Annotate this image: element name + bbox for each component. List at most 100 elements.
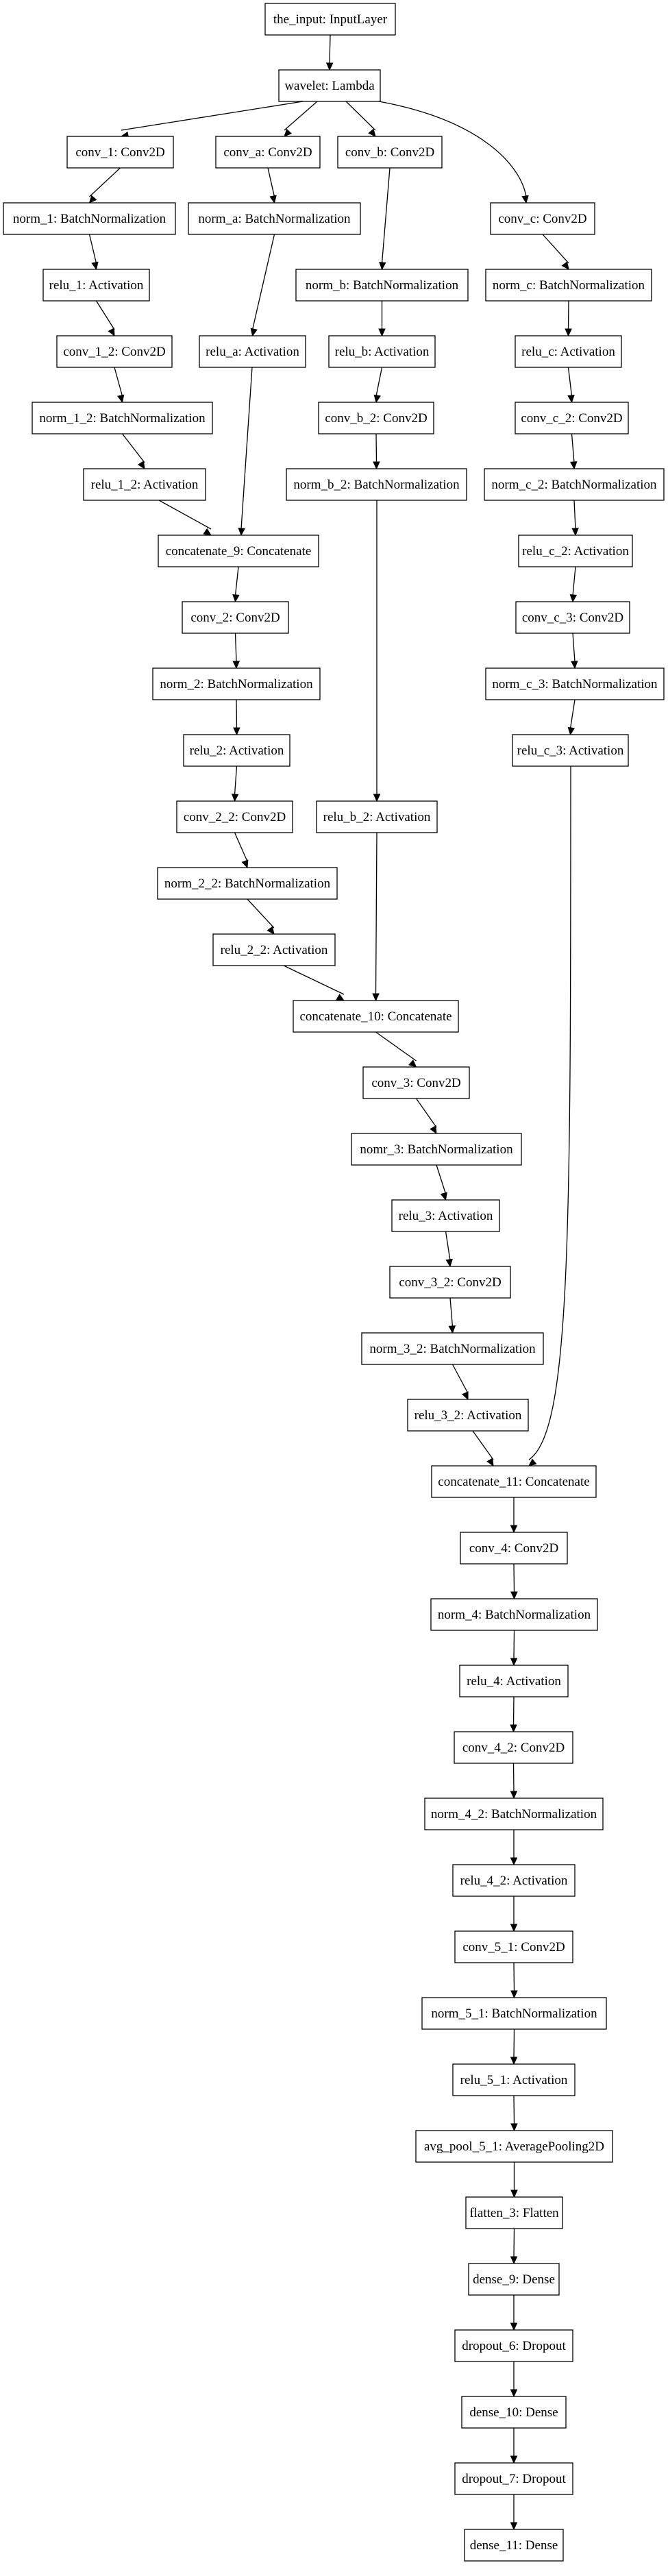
nodes-layer: the_input: InputLayer wavelet: Lambda conv… <box>3 3 665 2562</box>
node-label: conv_1: Conv2D <box>75 145 164 160</box>
node-norm-1: norm_1: BatchNormalization <box>3 202 176 235</box>
node-conv-2: conv_2: Conv2D <box>182 601 289 634</box>
node-label: relu_1: Activation <box>49 278 144 293</box>
arrowhead-avg_pool_5_1 <box>510 2123 518 2132</box>
arrowhead-relu_4 <box>510 1658 518 1667</box>
node-box <box>389 1266 511 1299</box>
node-label: norm_c: BatchNormalization <box>493 278 645 293</box>
node-box <box>452 2063 576 2096</box>
edge-norm_c_3-to-relu_c_3 <box>569 699 576 729</box>
arrowhead-norm_b <box>379 262 386 271</box>
arrowhead-relu_5_1 <box>510 2057 518 2065</box>
arrowhead-relu_1_2 <box>137 461 145 470</box>
node-box <box>391 1199 500 1232</box>
arrowhead-norm_c <box>561 261 569 270</box>
node-label: conv_b_2: Conv2D <box>325 411 427 426</box>
edge-relu_1-to-conv_1_2 <box>95 300 115 330</box>
node-conv-1-2: conv_1_2: Conv2D <box>56 335 173 368</box>
edge-norm_2-to-relu_2 <box>236 699 238 729</box>
node-box <box>361 1332 544 1365</box>
node-nomr-3: nomr_3: BatchNormalization <box>351 1133 522 1166</box>
arrowhead-conv_1_2 <box>108 328 115 337</box>
edge-relu_a-to-concatenate_9 <box>240 367 253 530</box>
node-box <box>464 2529 564 2562</box>
node-the-input: the_input: InputLayer <box>264 3 396 36</box>
node-conv-4: conv_4: Conv2D <box>460 1532 568 1565</box>
node-label: norm_b_2: BatchNormalization <box>293 478 460 492</box>
edge-conv_c_2-to-norm_c_2 <box>571 433 575 463</box>
node-label: norm_c_2: BatchNormalization <box>491 478 657 492</box>
arrowhead-norm_a <box>269 195 277 204</box>
edge-nomr_3-to-relu_3 <box>436 1164 447 1194</box>
node-norm-4: norm_4: BatchNormalization <box>430 1598 598 1631</box>
node-conv-3-2: conv_3_2: Conv2D <box>389 1266 511 1299</box>
node-norm-4-2: norm_4_2: BatchNormalization <box>424 1798 604 1830</box>
node-box <box>158 535 319 567</box>
arrowhead-dense_10 <box>510 2389 518 2398</box>
node-label: conv_c_2: Conv2D <box>521 411 622 426</box>
node-concatenate-10: concatenate_10: Concatenate <box>293 1000 459 1033</box>
arrowhead-relu_b_2 <box>373 794 381 802</box>
node-conv-5-1: conv_5_1: Conv2D <box>454 1930 573 1963</box>
edge-norm_1_2-to-relu_1_2 <box>121 433 145 463</box>
edge-relu_c-to-conv_c_2 <box>567 367 573 397</box>
arrowhead-relu_c <box>565 328 572 337</box>
node-box <box>286 468 467 501</box>
node-norm-a: norm_a: BatchNormalization <box>188 202 361 235</box>
arrowhead-conv_4 <box>510 1525 518 1534</box>
node-box <box>454 2329 573 2362</box>
arrowhead-norm_1 <box>88 195 97 204</box>
node-box <box>485 269 652 302</box>
arrowhead-concatenate_11 <box>528 1458 537 1467</box>
arrowhead-dense_9 <box>510 2256 518 2265</box>
node-box <box>3 202 176 235</box>
node-norm-3-2: norm_3_2: BatchNormalization <box>361 1332 544 1365</box>
node-label: conv_1_2: Conv2D <box>63 345 165 359</box>
arrowhead-dropout_6 <box>510 2322 518 2331</box>
node-label: norm_2_2: BatchNormalization <box>164 876 331 891</box>
node-label: wavelet: Lambda <box>284 79 375 93</box>
edge-relu_b_2-to-concatenate_10 <box>375 832 378 995</box>
node-box <box>459 1665 569 1697</box>
arrowhead-norm_4 <box>510 1591 518 1600</box>
arrowhead-conv_2 <box>232 594 240 603</box>
node-norm-2-2: norm_2_2: BatchNormalization <box>157 867 338 900</box>
node-norm-c: norm_c: BatchNormalization <box>485 269 652 302</box>
edge-flatten_3-to-dense_9 <box>513 2228 515 2258</box>
edge-conv_1-to-norm_1 <box>89 167 121 197</box>
node-box <box>515 402 629 434</box>
node-box <box>461 2396 567 2429</box>
node-relu-c: relu_c: Activation <box>515 335 622 368</box>
node-norm-2: norm_2: BatchNormalization <box>152 667 321 700</box>
node-box <box>452 1864 576 1897</box>
node-concatenate-11: concatenate_11: Concatenate <box>431 1465 597 1498</box>
node-label: relu_5_1: Activation <box>460 2073 568 2087</box>
node-label: conv_3: Conv2D <box>371 1076 460 1090</box>
node-label: relu_c_2: Activation <box>522 544 629 559</box>
node-relu-1: relu_1: Activation <box>42 269 150 302</box>
node-label: norm_b: BatchNormalization <box>306 278 459 293</box>
edge-norm_5_1-to-relu_5_1 <box>513 2028 515 2059</box>
edge-conv_c-to-norm_c <box>542 234 569 264</box>
arrowhead-dense_11 <box>510 2522 518 2531</box>
edge-relu_1_2-to-concatenate_9 <box>158 500 212 530</box>
arrowhead-concatenate_11 <box>486 1458 494 1467</box>
node-box <box>465 2196 563 2229</box>
arrowhead-relu_b <box>378 328 386 337</box>
node-label: norm_2: BatchNormalization <box>160 677 313 691</box>
node-label: relu_3_2: Activation <box>415 1408 522 1423</box>
node-label: concatenate_10: Concatenate <box>299 1009 451 1024</box>
arrowhead-flatten_3 <box>510 2189 518 2198</box>
node-relu-5-1: relu_5_1: Activation <box>452 2063 576 2096</box>
node-box <box>415 2130 613 2163</box>
node-label: conv_b: Conv2D <box>345 145 434 160</box>
node-conv-c-2: conv_c_2: Conv2D <box>515 402 629 434</box>
node-conv-b-2: conv_b_2: Conv2D <box>318 402 434 434</box>
node-conv-2-2: conv_2_2: Conv2D <box>176 800 293 833</box>
node-box <box>515 601 630 634</box>
arrowhead-nomr_3 <box>430 1125 437 1135</box>
edge-relu_5_1-to-avg_pool_5_1 <box>513 2095 515 2125</box>
edge-relu_3_2-to-concatenate_11 <box>472 1430 494 1460</box>
arrowhead-norm_4_2 <box>510 1791 518 1800</box>
node-label: conv_3_2: Conv2D <box>399 1275 501 1290</box>
